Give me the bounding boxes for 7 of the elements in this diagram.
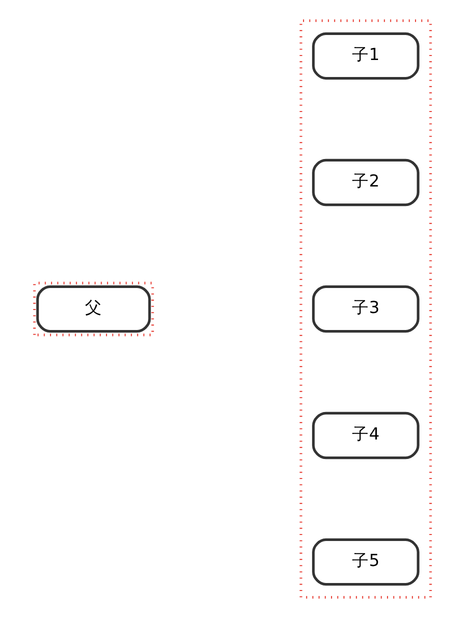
cluster [299, 19, 432, 599]
node-box: 子2 [312, 158, 419, 206]
node-box: 子1 [312, 32, 419, 80]
node-box: 子3 [312, 285, 419, 333]
node-box: 子4 [312, 412, 419, 460]
node-box: 子5 [312, 538, 419, 586]
node-box: 父 [36, 285, 150, 333]
